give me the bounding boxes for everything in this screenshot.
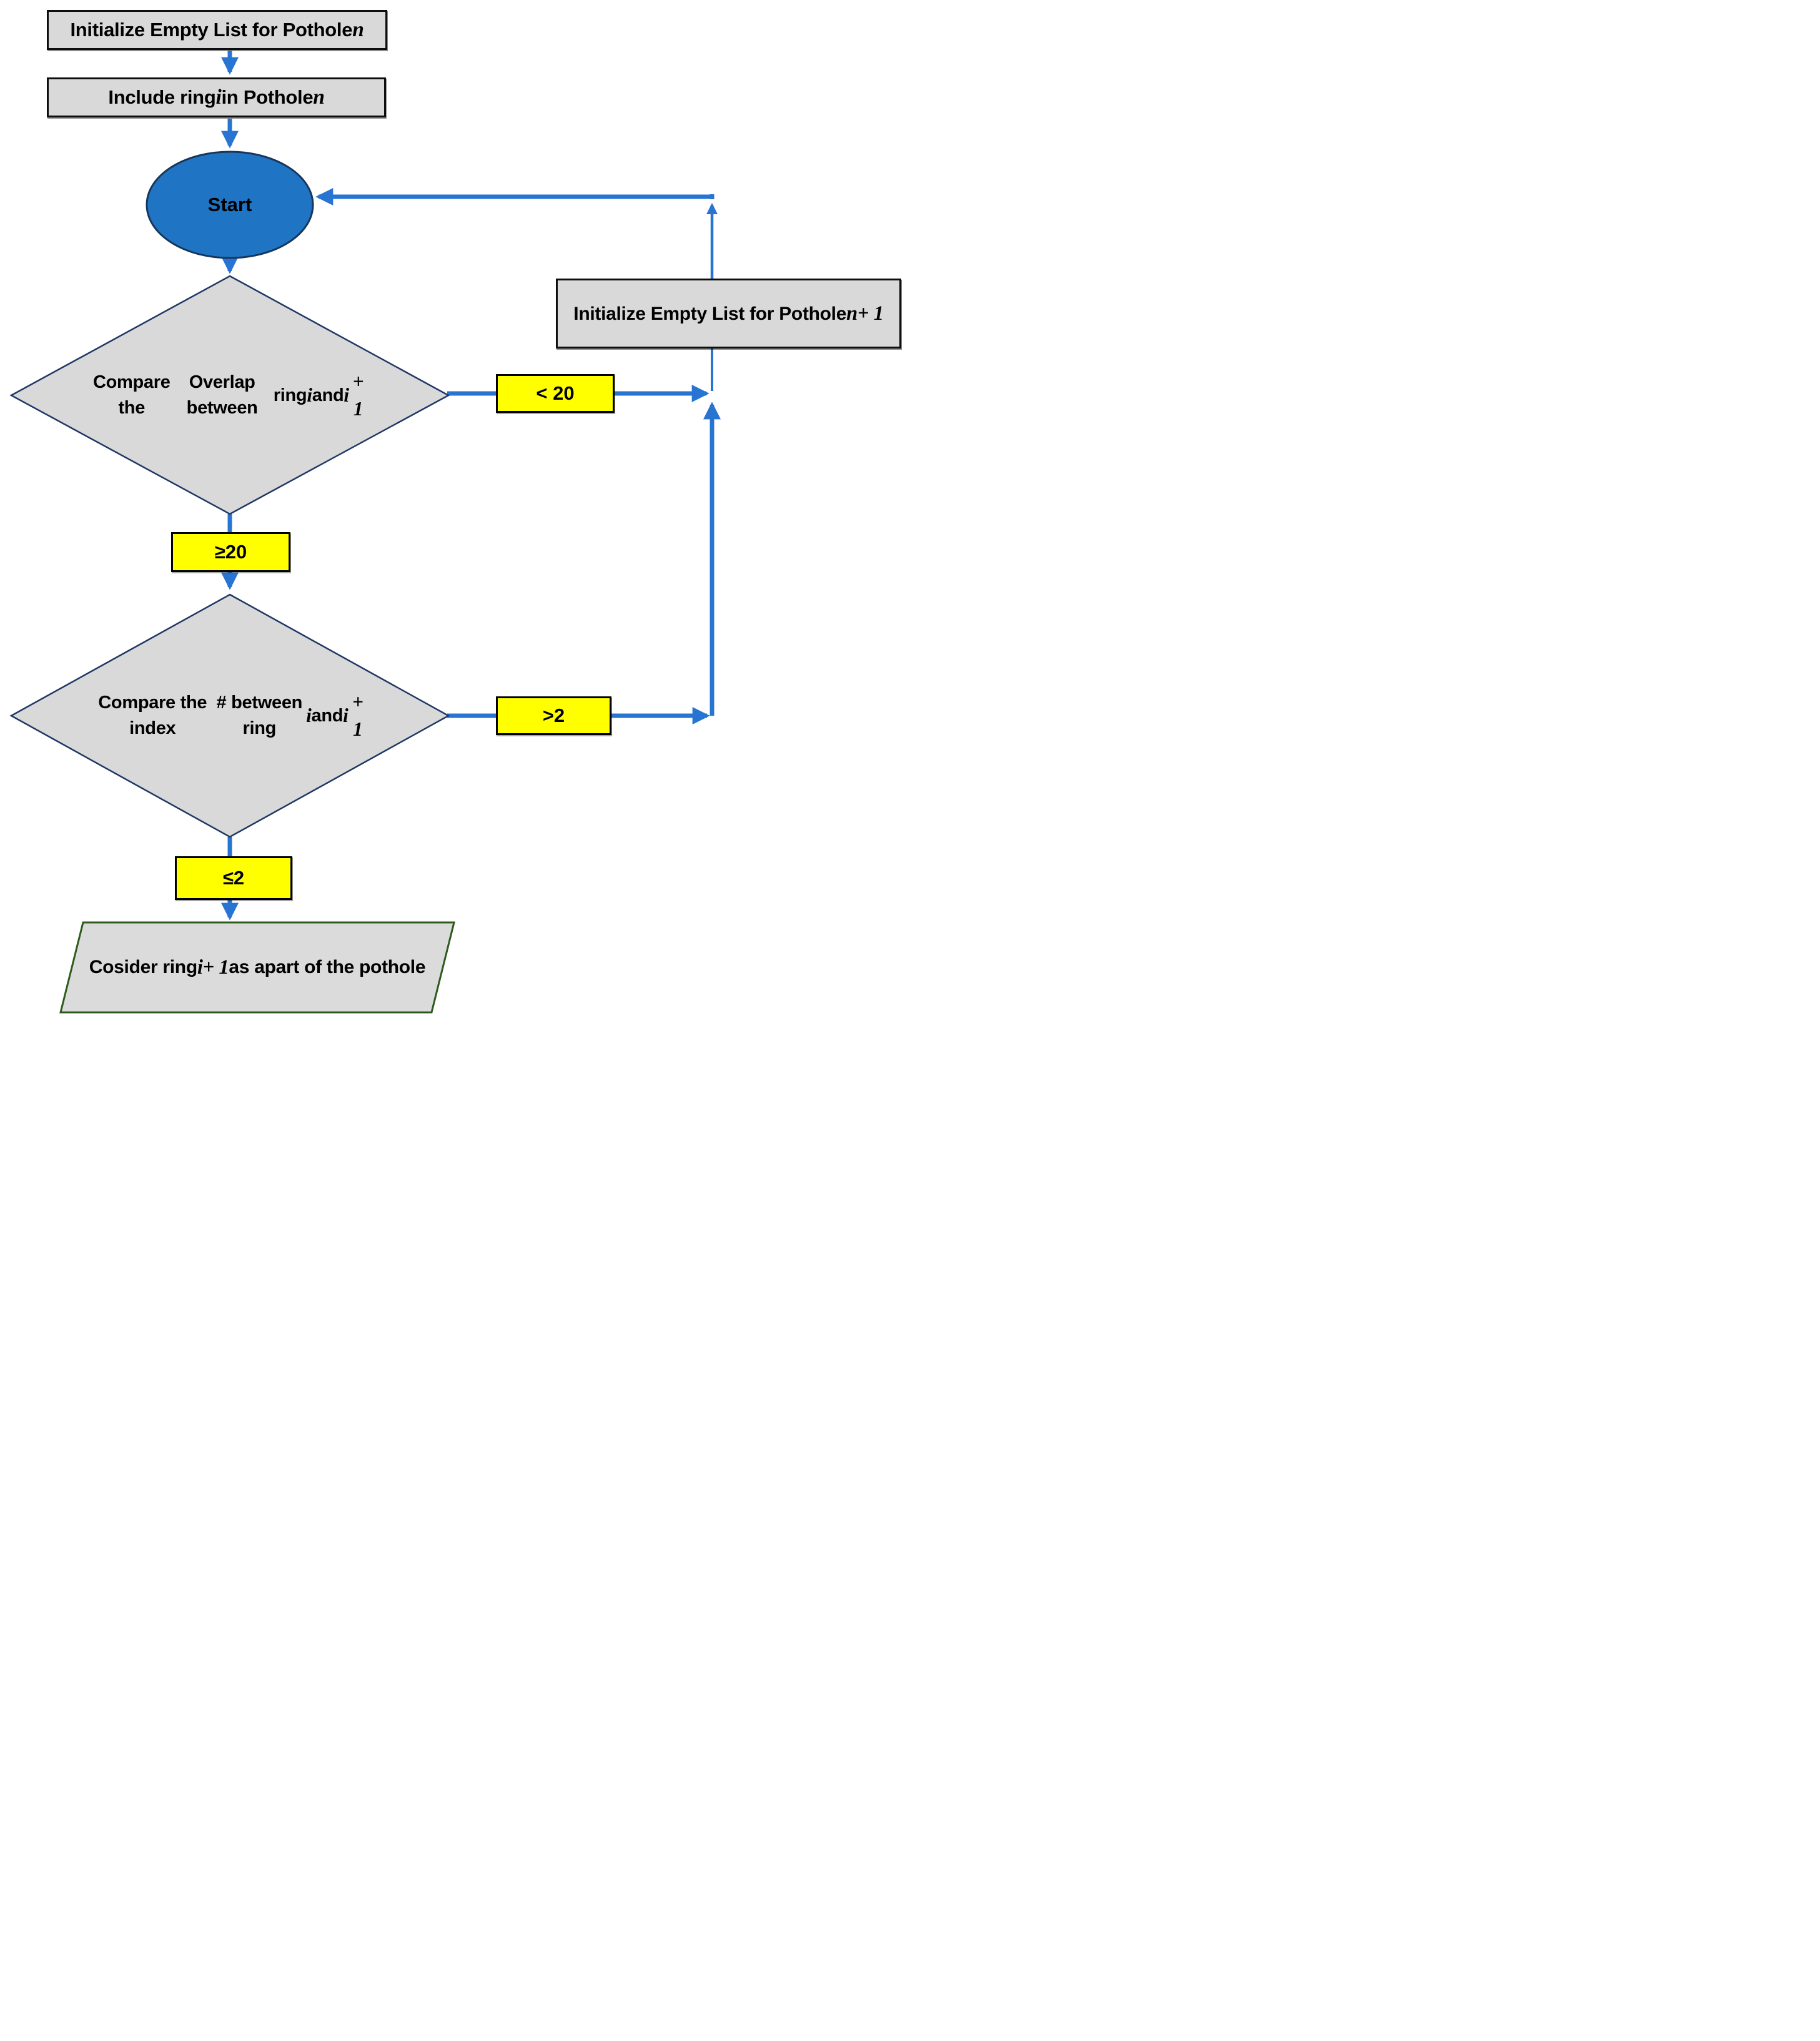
- node-include-ring: Include ring i in Pothole n: [47, 77, 386, 117]
- node-initialize-pothole-n: Initialize Empty List for Pothole n: [47, 10, 387, 50]
- text-segment: i: [215, 86, 222, 109]
- text-segment: + 1: [857, 302, 884, 325]
- text-segment: Include ring: [108, 86, 216, 108]
- io-consider-shape: [59, 921, 455, 1014]
- decision-index-shape: [9, 593, 450, 838]
- start-terminator-shape: [146, 151, 314, 259]
- branch-label-le2: ≤2: [175, 856, 292, 900]
- branch-label-gt2: >2: [496, 696, 611, 735]
- text-segment: Initialize Empty List for Pothole: [573, 303, 847, 324]
- text-segment: in Pothole: [221, 86, 314, 108]
- text-segment: n: [313, 86, 325, 109]
- branch-label-ge20: ≥20: [171, 532, 290, 572]
- branch-label-lt20: < 20: [496, 374, 615, 413]
- text-segment: n: [352, 18, 364, 41]
- text-segment: n: [846, 302, 858, 325]
- decision-overlap-shape: [9, 275, 450, 515]
- text-segment: Initialize Empty List for Pothole: [70, 19, 353, 41]
- flowchart-connectors-layer: [9, 51, 721, 1014]
- flowchart-canvas: Initialize Empty List for Pothole n Incl…: [0, 0, 910, 1020]
